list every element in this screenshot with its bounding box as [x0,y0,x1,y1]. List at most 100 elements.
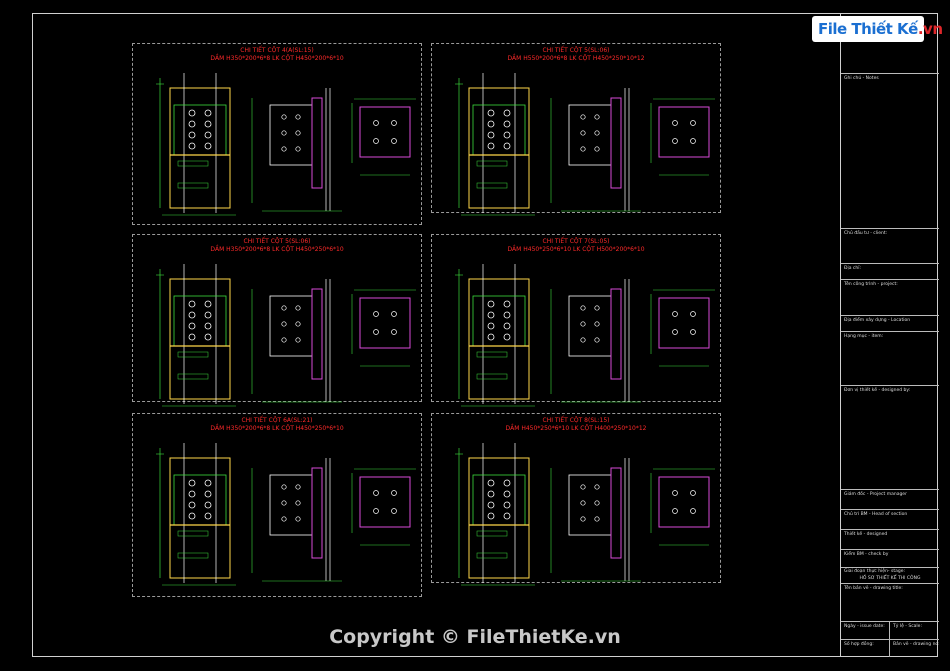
column-web-section [311,288,323,380]
bolt-mark [204,333,212,341]
bolt-mark [690,508,696,514]
tb-notes: Ghi chú - Notes [841,73,939,233]
bolt-mark [594,484,600,490]
bolt-mark [487,109,495,117]
bolt-mark [188,512,196,520]
bolt-mark [487,322,495,330]
bolt-mark [295,146,301,152]
panel-subtitle: DẦM H350*200*6*8 LK CỘT H450*250*6*10 [210,246,344,253]
bolt-mark [204,512,212,520]
end-plate [472,474,526,526]
tb-contract-no: Số hợp đồng: [841,639,889,657]
column-elevation [169,457,231,579]
label-box [476,160,508,167]
panel-subtitle: DẦM H450*250*6*10 LK CỘT H500*200*6*10 [507,246,645,253]
base-plate-detail [658,476,710,528]
panel-title: CHI TIẾT CỘT 4(A(SL:15) [240,47,314,54]
bolt-mark [594,305,600,311]
bolt-mark [690,311,696,317]
bolt-mark [594,114,600,120]
bolt-mark [295,321,301,327]
bolt-mark [487,333,495,341]
bolt-mark [281,516,287,522]
panel-title: CHI TIẾT CỘT 5(SL:06) [542,47,610,54]
label-box [177,373,209,380]
bolt-mark [580,500,586,506]
bolt-mark [373,508,379,514]
tb-project-manager: Giám đốc - Project manager [841,489,939,509]
copyright-watermark: Copyright © FileThietKe.vn [329,626,621,648]
detail-panel-4: CHI TIẾT CỘT 7(SL:05) DẦM H450*250*6*10 … [431,234,721,402]
bolt-mark [188,311,196,319]
bolt-mark [373,311,379,317]
bolt-mark [281,337,287,343]
bolt-mark [594,516,600,522]
bolt-mark [594,146,600,152]
bolt-mark [690,329,696,335]
bolt-mark [487,479,495,487]
bolt-mark [594,321,600,327]
bolt-mark [503,300,511,308]
bolt-mark [487,142,495,150]
bolt-mark [281,321,287,327]
logo-text: File Thiết Kế.vn [818,20,943,38]
bolt-mark [503,120,511,128]
end-plate [173,295,227,347]
bolt-mark [188,142,196,150]
column-web-section [610,288,622,380]
detail-panel-5: CHI TIẾT CỘT 6A(SL:21) DẦM H350*200*6*8 … [132,413,422,597]
plate-section [269,295,313,357]
bolt-mark [281,484,287,490]
bolt-mark [503,131,511,139]
label-box [177,182,209,189]
tb-stage: Giai đoạn thực hiện- stage: [841,567,939,575]
bolt-mark [487,311,495,319]
end-plate [173,474,227,526]
bolt-mark [281,146,287,152]
tb-issue-date: Ngày - issue date: [841,621,889,639]
bolt-mark [503,109,511,117]
panel-title: CHI TIẾT CỘT 7(SL:05) [542,238,610,245]
label-box [177,552,209,559]
detail-panel-1: CHI TIẾT CỘT 4(A(SL:15) DẦM H350*200*6*8… [132,43,422,225]
column-elevation [169,278,231,400]
panel-title: CHI TIẾT CỘT 6A(SL:21) [241,417,313,424]
bolt-mark [672,508,678,514]
bolt-mark [672,490,678,496]
column-web-section [311,467,323,559]
tb-project: Tên công trình - project: [841,279,939,311]
bolt-mark [204,501,212,509]
tb-location: Địa điểm xây dựng - Location [841,315,939,331]
bolt-mark [295,305,301,311]
brand-logo: File Thiết Kế.vn [812,16,943,42]
tb-designer: Thiết kế - designed [841,529,939,549]
tb-item: Hạng mục - item: [841,331,939,383]
end-plate [173,104,227,156]
detail-panel-6: CHI TIẾT CỘT 8(SL:15) DẦM H450*250*6*10 … [431,413,721,583]
bolt-mark [487,490,495,498]
panel-subtitle: DẦM H550*200*6*8 LK CỘT H450*250*10*12 [507,55,645,62]
base-plate-detail [658,106,710,158]
bolt-mark [672,138,678,144]
bolt-mark [580,484,586,490]
column-elevation [468,457,530,579]
bolt-mark [580,146,586,152]
plate-section [269,474,313,536]
bolt-mark [204,300,212,308]
bolt-mark [391,311,397,317]
base-plate-detail [359,297,411,349]
bolt-mark [580,305,586,311]
bolt-mark [295,114,301,120]
bolt-mark [281,305,287,311]
base-plate-detail [359,476,411,528]
bolt-mark [188,479,196,487]
label-box [177,351,209,358]
plate-section [568,474,612,536]
bolt-mark [204,120,212,128]
bolt-mark [503,512,511,520]
tb-drawing-no: Bản vẽ - drawing no: [889,639,939,657]
bolt-mark [503,501,511,509]
detail-panel-2: CHI TIẾT CỘT 5(SL:06) DẦM H550*200*6*8 L… [431,43,721,213]
bolt-mark [672,329,678,335]
bolt-mark [295,484,301,490]
